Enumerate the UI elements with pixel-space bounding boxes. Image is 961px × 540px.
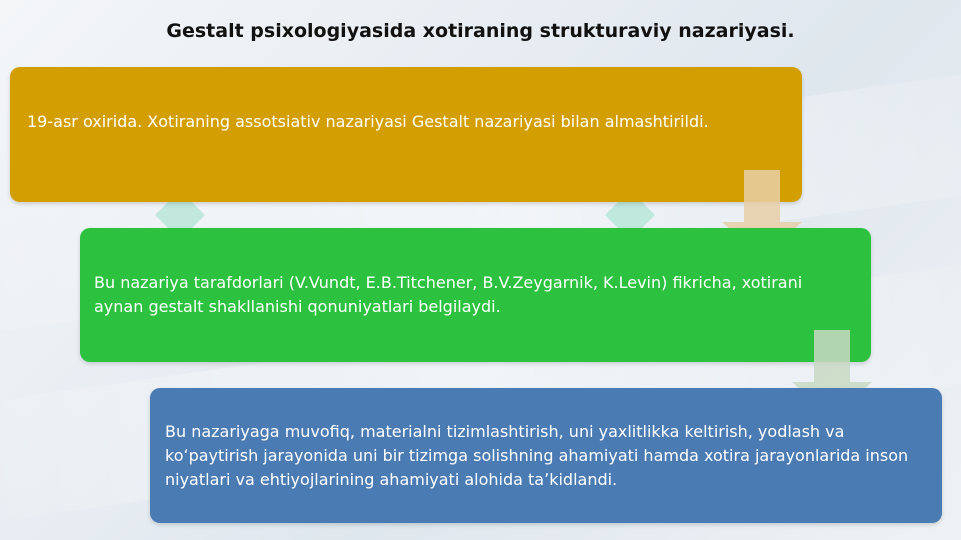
- process-step-3: Bu nazariyaga muvofiq, materialni tiziml…: [150, 388, 942, 523]
- page-title: Gestalt psixologiyasida xotiraning struk…: [166, 20, 795, 42]
- process-step-2: Bu nazariya tarafdorlari (V.Vundt, E.B.T…: [80, 228, 871, 362]
- process-step-1-text: 19-asr oxirida. Xotiraning assotsiativ n…: [27, 111, 709, 131]
- process-step-1: 19-asr oxirida. Xotiraning assotsiativ n…: [10, 67, 802, 202]
- process-step-3-text: Bu nazariyaga muvofiq, materialni tiziml…: [165, 421, 909, 489]
- process-step-2-text: Bu nazariya tarafdorlari (V.Vundt, E.B.T…: [94, 273, 803, 316]
